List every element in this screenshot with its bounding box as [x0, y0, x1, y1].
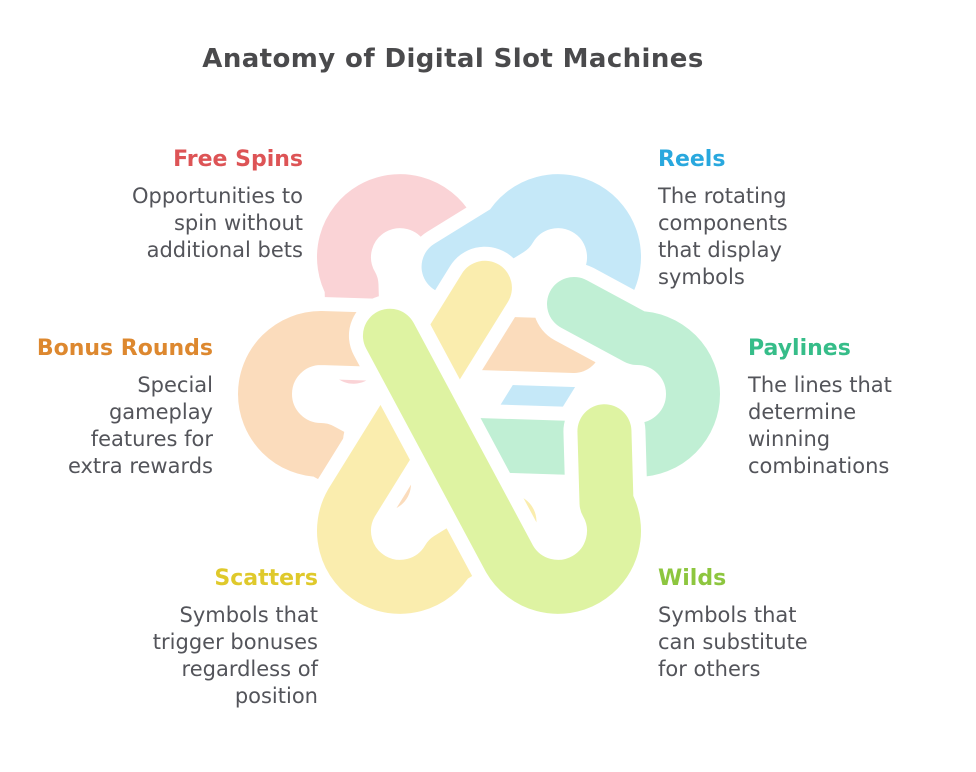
- section-reels-description: The rotating components that display sym…: [658, 184, 788, 289]
- section-reels-label: Reels: [658, 147, 726, 172]
- section-reels: Reels The rotating components that displ…: [658, 146, 868, 291]
- section-scatters-label: Scatters: [214, 566, 318, 591]
- section-bonus-rounds-label: Bonus Rounds: [36, 336, 213, 361]
- page-title: Anatomy of Digital Slot Machines: [202, 44, 704, 74]
- section-scatters-description: Symbols that trigger bonuses regardless …: [152, 603, 318, 708]
- section-wilds-description: Symbols that can substitute for others: [658, 603, 808, 681]
- section-free-spins: Free Spins Opportunities to spin without…: [63, 146, 303, 264]
- section-wilds-label: Wilds: [658, 566, 727, 591]
- section-scatters: Scatters Symbols that trigger bonuses re…: [68, 565, 318, 710]
- section-paylines: Paylines The lines that determine winnin…: [748, 335, 958, 480]
- section-wilds: Wilds Symbols that can substitute for ot…: [658, 565, 868, 683]
- section-free-spins-label: Free Spins: [173, 147, 303, 172]
- section-paylines-description: The lines that determine winning combina…: [748, 373, 892, 478]
- section-bonus-rounds-description: Special gameplay features for extra rewa…: [67, 373, 213, 478]
- section-paylines-label: Paylines: [748, 336, 851, 361]
- section-bonus-rounds: Bonus Rounds Special gameplay features f…: [0, 335, 213, 480]
- section-free-spins-description: Opportunities to spin without additional…: [131, 184, 303, 262]
